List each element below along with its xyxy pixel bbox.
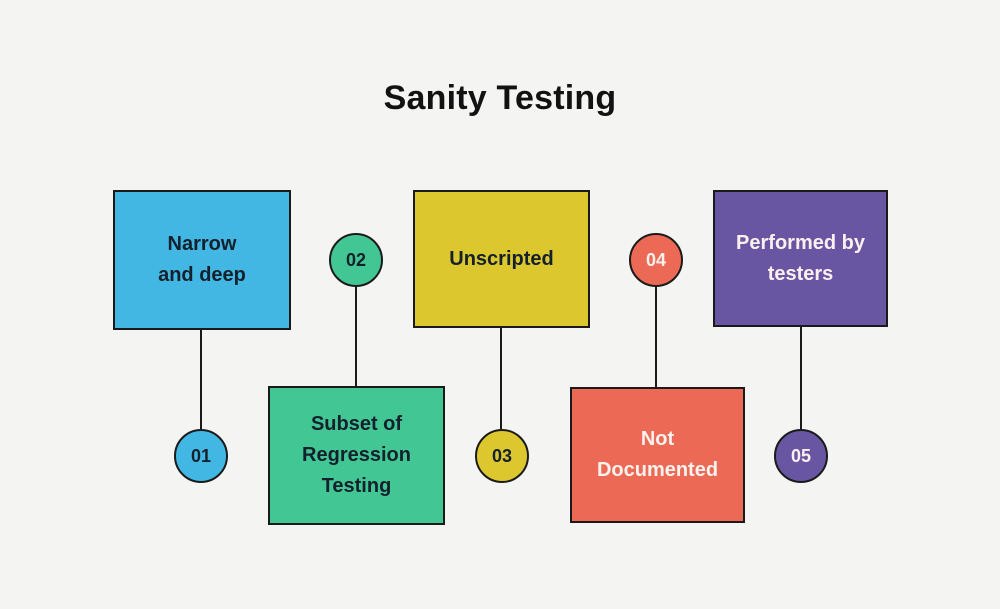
step-2-box-subset-of-regression-testing: Subset of Regression Testing (268, 386, 445, 525)
step-2-connector-line (355, 287, 357, 386)
step-4-number-badge: 04 (629, 233, 683, 287)
step-5-number-badge: 05 (774, 429, 828, 483)
page-title: Sanity Testing (383, 79, 617, 117)
step-4-box-not-documented: Not Documented (570, 387, 745, 523)
step-2-number-badge: 02 (329, 233, 383, 287)
step-1-connector-line (200, 330, 202, 429)
step-5-box-performed-by-testers: Performed by testers (713, 190, 888, 327)
step-1-number-badge: 01 (174, 429, 228, 483)
step-3-connector-line (500, 328, 502, 429)
step-5-connector-line (800, 327, 802, 429)
step-1-box-narrow-and-deep: Narrow and deep (113, 190, 291, 330)
step-3-number-badge: 03 (475, 429, 529, 483)
step-3-box-unscripted: Unscripted (413, 190, 590, 328)
step-4-connector-line (655, 287, 657, 387)
